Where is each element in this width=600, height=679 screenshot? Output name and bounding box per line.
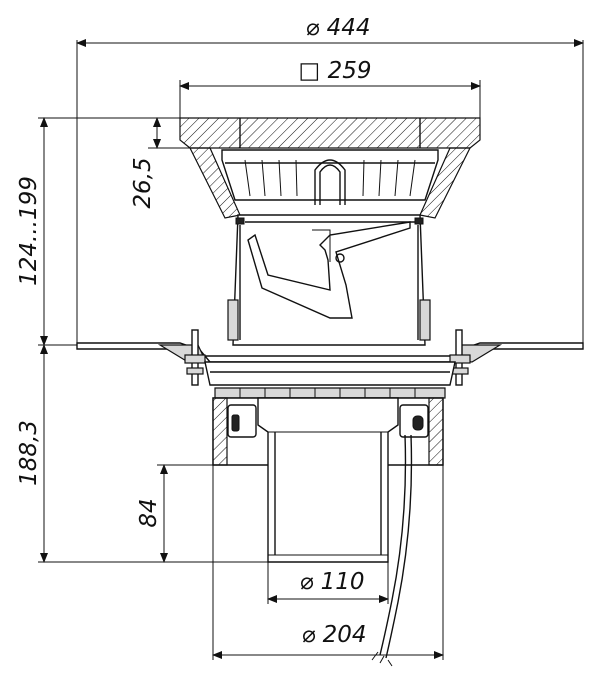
leaf-guard-basket (221, 149, 439, 205)
dimension-upper-height: 124...199 (16, 117, 180, 346)
clamp-bolts (184, 329, 471, 386)
base-diameter-value: 204 (323, 622, 367, 648)
drain-grate-frame (179, 117, 481, 219)
grate-height-value: 26,5 (130, 157, 156, 208)
dimension-grate-square: □ 259 (179, 58, 481, 118)
lower-height-value: 188,3 (16, 420, 42, 486)
svg-text:⌀ 204: ⌀ 204 (301, 622, 366, 648)
square-symbol: □ (299, 58, 321, 84)
outer-diameter-value: 444 (327, 15, 371, 41)
heating-cable-lead (371, 434, 413, 667)
dimension-pipe-diameter: ⌀ 110 (267, 562, 389, 604)
dimension-insert-depth: 84 (136, 464, 268, 563)
outlet-pipe (257, 397, 399, 563)
svg-text:□ 259: □ 259 (299, 58, 372, 84)
grate-square-value: 259 (328, 58, 372, 84)
svg-text:⌀ 110: ⌀ 110 (299, 569, 364, 595)
diameter-symbol: ⌀ (299, 569, 313, 595)
upper-height-value: 124...199 (16, 176, 42, 286)
dimension-outer-diameter: ⌀ 444 (76, 15, 584, 345)
dimension-lower-height: 188,3 (16, 344, 268, 563)
insert-depth-value: 84 (136, 498, 162, 527)
svg-text:⌀ 444: ⌀ 444 (305, 15, 370, 41)
diameter-symbol: ⌀ (301, 622, 315, 648)
diameter-symbol: ⌀ (305, 15, 319, 41)
odour-trap-flap (247, 221, 411, 319)
dimension-base-diameter: ⌀ 204 (212, 465, 444, 660)
roof-membrane-flange (76, 342, 584, 363)
pipe-diameter-value: 110 (321, 569, 365, 595)
